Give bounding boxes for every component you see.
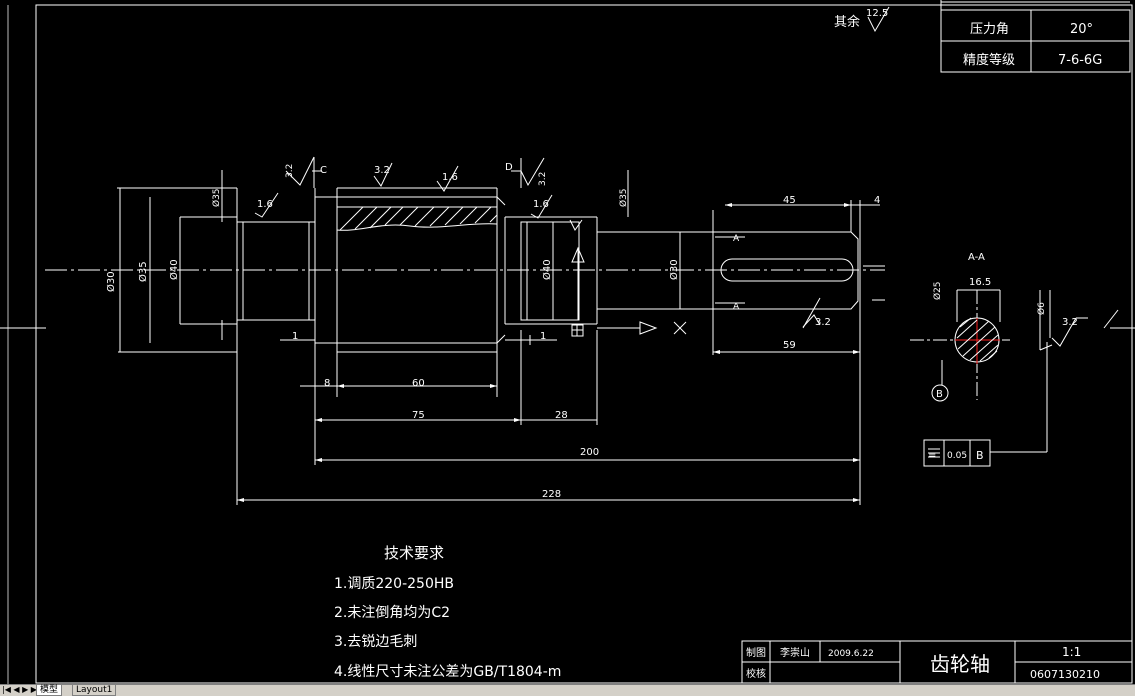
spec-accuracy-grade-value: 7-6-6G: [1058, 53, 1102, 68]
title-block-drawn-label: 制图: [746, 646, 766, 659]
gear-section-hatch: [336, 206, 498, 231]
roughness-3.2-c: 3.2: [374, 165, 390, 176]
tech-requirement-1: 1.调质220-250HB: [334, 576, 454, 592]
roughness-1.6-b: 1.6: [257, 199, 273, 210]
vertical-dimension-lines: [119, 170, 681, 352]
tolerance-value: 0.05: [947, 451, 967, 461]
dim-phi25: Ø25: [932, 281, 943, 300]
tab-model[interactable]: 模型: [36, 685, 63, 696]
dimension-arrows: [237, 203, 860, 502]
title-block-frame: [741, 640, 1133, 684]
tolerance-datum: B: [976, 449, 984, 462]
tech-requirements-title: 技术要求: [384, 544, 444, 562]
title-block-scale: 1:1: [1062, 645, 1081, 659]
datum-d-label: D: [505, 162, 513, 173]
roughness-3.2-a: 3.2: [285, 164, 295, 178]
dim-1-left: 1: [292, 331, 298, 342]
section-a-a-hatch: [956, 317, 999, 362]
roughness-3.2-b: 3.2: [538, 172, 548, 186]
tolerance-symbol: =: [928, 450, 936, 461]
horizontal-dimension-lines: [117, 187, 880, 505]
frame-mark-right-slash: [1103, 309, 1119, 329]
title-block-drawn-by: 李崇山: [780, 646, 810, 659]
surface-rest-value: 12.5: [866, 8, 888, 19]
dim-8: 8: [324, 378, 330, 389]
dim-phi35-left: Ø35: [137, 261, 149, 282]
roughness-1.6-a: 1.6: [442, 172, 458, 183]
surface-rest-label: 其余: [834, 14, 860, 30]
leader-lines: [221, 157, 1053, 351]
title-block-date: 2009.6.22: [828, 649, 874, 659]
dim-phi35-upper-left: Ø35: [211, 188, 222, 207]
tech-requirement-3: 3.去锐边毛刺: [334, 634, 417, 650]
dim-228: 228: [542, 489, 561, 500]
datum-markers: [571, 246, 687, 337]
dim-1-right: 1: [540, 331, 546, 342]
dim-phi40-left: Ø40: [168, 259, 180, 280]
spec-pressure-angle-value: 20°: [1070, 22, 1093, 37]
dim-75: 75: [412, 410, 425, 421]
dim-59: 59: [783, 340, 796, 351]
tab-nav-arrows[interactable]: |◀ ◀ ▶ ▶|: [2, 685, 40, 694]
tech-requirement-4: 4.线性尺寸未注公差为GB/T1804-m: [334, 664, 561, 680]
title-block-checked-label: 校核: [746, 667, 766, 680]
dim-phi40-right: Ø40: [541, 259, 553, 280]
dim-4: 4: [874, 195, 880, 206]
shaft-outline: [118, 187, 859, 353]
roughness-3.2-d: 3.2: [815, 317, 831, 328]
section-a-a-view: [910, 289, 1051, 453]
title-block-part-name: 齿轮轴: [930, 652, 990, 676]
datum-c-label: C: [320, 165, 327, 176]
roughness-1.6-c: 1.6: [533, 199, 549, 210]
dim-16.5: 16.5: [969, 277, 991, 288]
dim-phi35-upper-right: Ø35: [618, 188, 629, 207]
drawing-frame: [35, 4, 1133, 684]
dim-phi6: Ø6: [1036, 302, 1047, 315]
layout-tab-bar: |◀ ◀ ▶ ▶| 模型 Layout1: [0, 684, 1135, 696]
section-view-marks: [715, 236, 745, 304]
roughness-3.2-e: 3.2: [1062, 317, 1078, 328]
dim-60: 60: [412, 378, 425, 389]
tech-requirement-2: 2.未注倒角均为C2: [334, 605, 450, 621]
dim-45: 45: [783, 195, 796, 206]
roughness-symbols: [254, 6, 1088, 347]
tab-layout1[interactable]: Layout1: [72, 685, 117, 696]
section-a-a-title: A-A: [968, 252, 985, 263]
title-block-drawing-no: 0607130210: [1030, 668, 1100, 681]
section-a-lower-label: A: [733, 302, 740, 312]
dim-phi30-left: Ø30: [105, 271, 117, 292]
dim-28: 28: [555, 410, 568, 421]
spec-pressure-angle-label: 压力角: [970, 22, 1009, 37]
section-a-upper-label: A: [733, 234, 740, 244]
dim-phi30-right: Ø30: [668, 259, 680, 280]
datum-b-circle-label: B: [936, 389, 943, 400]
spec-table-frame: [940, 0, 1131, 73]
geometric-tolerance-frame: [923, 439, 991, 467]
dim-200: 200: [580, 447, 599, 458]
spec-accuracy-grade-label: 精度等级: [963, 52, 1015, 68]
